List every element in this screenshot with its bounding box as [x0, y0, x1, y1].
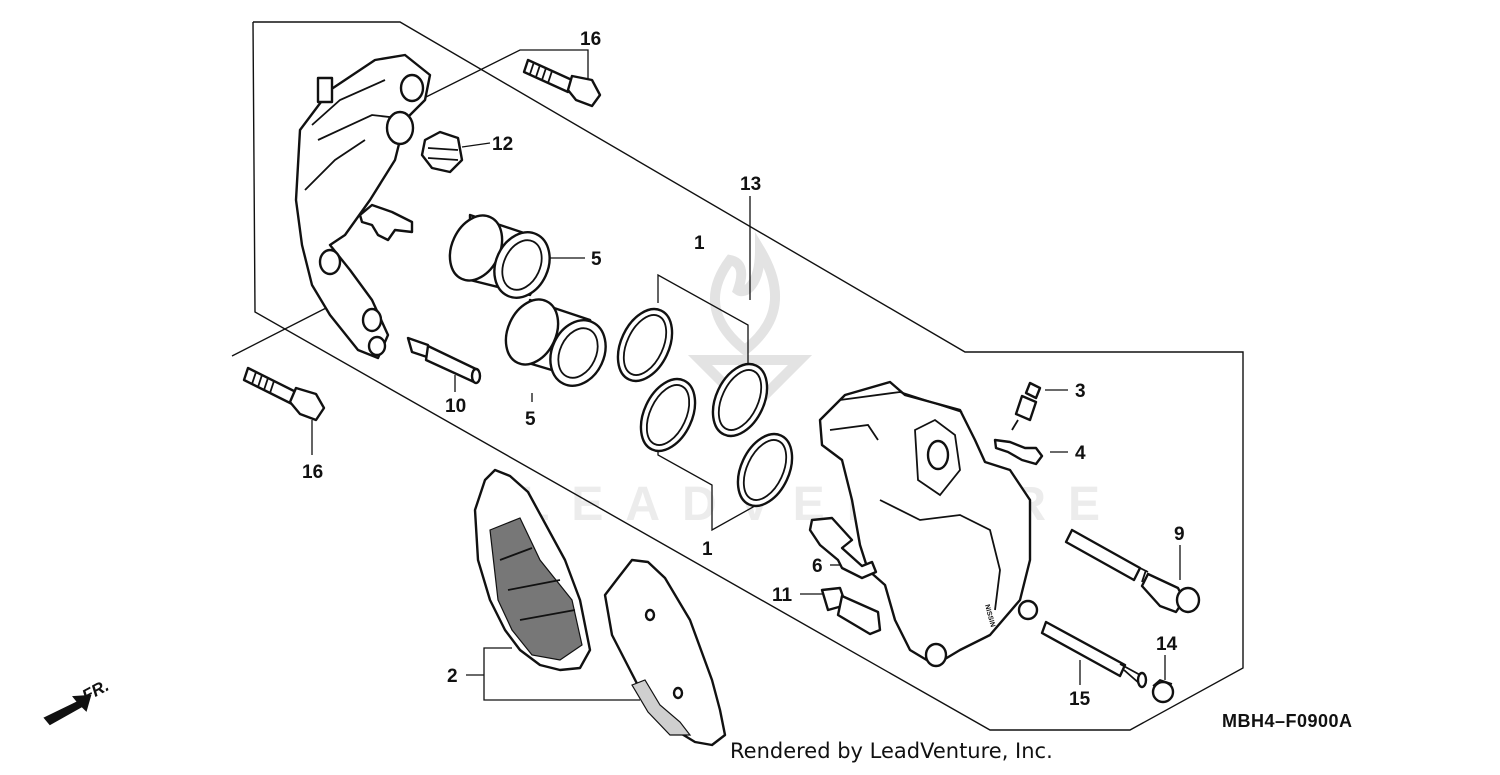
piston-seal-set [616, 307, 794, 508]
pad-pin-15 [1040, 620, 1148, 689]
flange-bolt-bottom [242, 366, 326, 422]
caliper-bracket [294, 53, 432, 360]
callout-4: 4 [1075, 443, 1086, 464]
callout-2: 2 [447, 666, 458, 687]
brake-pad-inner [473, 468, 592, 672]
pin-bolt-9 [1064, 528, 1201, 614]
pin-plug-14 [1151, 678, 1175, 704]
caliper-body: NISSIN [818, 380, 1039, 668]
callout-1-upper: 1 [694, 233, 705, 254]
callout-9: 9 [1174, 524, 1185, 545]
callout-13: 13 [740, 174, 761, 195]
callout-5-lower: 5 [525, 409, 536, 430]
assembly-frame-inner [231, 305, 331, 357]
callout-1-lower: 1 [702, 539, 713, 560]
leader-lines [311, 49, 1181, 701]
callout-10: 10 [445, 396, 466, 417]
callout-6: 6 [812, 556, 823, 577]
callout-12: 12 [492, 134, 513, 155]
caliper-piston-upper [448, 213, 551, 299]
brake-pad-outer [603, 558, 727, 747]
bleeder-cap-4 [993, 438, 1044, 466]
callout-14: 14 [1156, 634, 1178, 655]
caliper-piston-lower [504, 298, 607, 387]
callout-16-bottom: 16 [302, 462, 323, 483]
bracket-pin-10 [406, 336, 482, 385]
pad-spring-6 [808, 516, 878, 580]
drawing-code: MBH4–F0900A [1222, 711, 1353, 731]
callout-3: 3 [1075, 381, 1086, 402]
flange-bolt-top [522, 58, 602, 108]
assembly-frame [252, 21, 1244, 731]
callout-11: 11 [772, 585, 793, 606]
bleeder-screw-3 [1011, 381, 1042, 431]
front-direction-arrow-icon: FR. [43, 676, 112, 726]
callout-16-top: 16 [580, 29, 601, 50]
callout-labels: 16 12 13 5 5 1 1 10 16 3 4 9 6 11 14 15 … [302, 29, 1185, 710]
pad-spring-clip [358, 203, 414, 242]
callout-5-upper: 5 [591, 249, 602, 270]
callout-15: 15 [1069, 689, 1091, 710]
bleeder-nut-12 [420, 130, 464, 174]
caliper-pin-11 [820, 586, 882, 636]
render-credit: Rendered by LeadVenture, Inc. [730, 739, 1053, 763]
